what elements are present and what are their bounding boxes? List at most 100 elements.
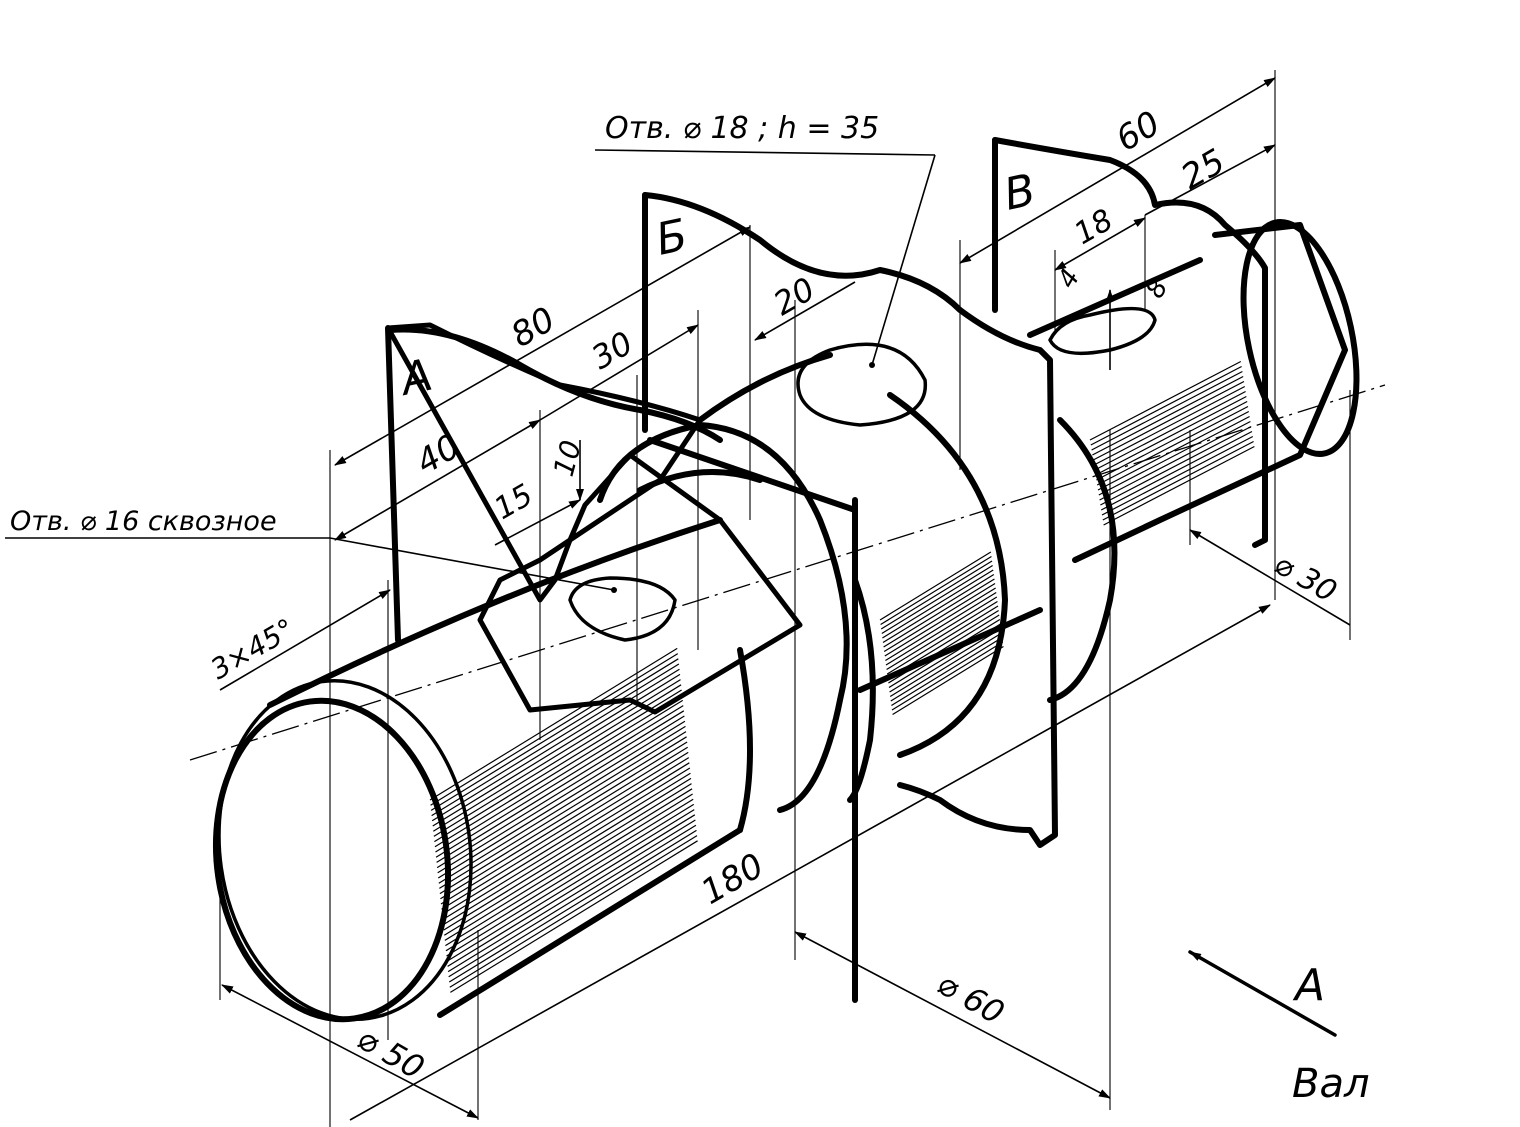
hatch-line bbox=[1100, 430, 1253, 511]
dim-30: 30 bbox=[585, 324, 639, 377]
hole-d16 bbox=[568, 576, 677, 642]
hatch-line bbox=[437, 725, 686, 879]
hatch-line bbox=[441, 762, 690, 915]
hatch-line bbox=[1092, 375, 1244, 456]
hatch-line bbox=[1092, 380, 1245, 461]
hatch-line bbox=[888, 619, 1001, 689]
hatch-line bbox=[438, 731, 687, 884]
shaft-axis bbox=[189, 384, 1386, 761]
view-direction-arrow[interactable] bbox=[1188, 950, 1337, 1037]
dim-4: 4 bbox=[1052, 264, 1086, 293]
hatch-line bbox=[886, 601, 998, 671]
hatch-line bbox=[439, 741, 688, 895]
middle-cylinder-d60 bbox=[697, 342, 1118, 758]
hatch-line bbox=[436, 715, 685, 869]
hatch-line bbox=[437, 720, 686, 874]
hatch-line bbox=[432, 679, 681, 832]
end-cylinder-hatching bbox=[1089, 360, 1255, 526]
dim-10: 10 bbox=[547, 437, 588, 480]
hatch-line bbox=[440, 751, 689, 905]
hatch-line bbox=[445, 798, 694, 952]
hatch-line bbox=[883, 578, 995, 648]
section-label-v: В bbox=[1000, 165, 1040, 221]
section-label-a: А bbox=[394, 350, 437, 407]
hatch-line bbox=[883, 583, 996, 653]
hatch-line bbox=[447, 814, 696, 967]
hatch-line bbox=[1102, 440, 1254, 521]
hatch-line bbox=[429, 647, 678, 801]
hatch-line bbox=[443, 783, 692, 936]
drawing-title: Вал bbox=[1292, 1061, 1370, 1107]
hatch-line bbox=[1099, 420, 1251, 501]
hatch-line bbox=[450, 840, 698, 993]
flange-ring bbox=[597, 422, 876, 813]
dim-20: 20 bbox=[767, 270, 821, 323]
hatch-line bbox=[433, 684, 682, 837]
dim-18: 18 bbox=[1069, 203, 1120, 252]
hatch-line bbox=[435, 699, 684, 853]
dim-40: 40 bbox=[410, 427, 467, 483]
hatch-line bbox=[449, 835, 698, 988]
hatch-line bbox=[1089, 360, 1242, 441]
hatch-line bbox=[1103, 445, 1255, 526]
hatch-line bbox=[882, 569, 994, 639]
hatch-line bbox=[431, 668, 680, 822]
hatch-line bbox=[446, 803, 695, 957]
hatch-line bbox=[442, 772, 691, 926]
hatch-line bbox=[888, 614, 1000, 684]
hatch-line bbox=[891, 641, 1004, 711]
middle-cylinder-hatching bbox=[879, 551, 1004, 716]
hatch-line bbox=[1090, 365, 1242, 446]
hatch-line bbox=[442, 767, 691, 921]
hatch-line bbox=[1096, 400, 1248, 481]
hatch-line bbox=[1096, 405, 1249, 486]
hatch-line bbox=[441, 757, 690, 910]
dim-dia-60: ⌀ 60 bbox=[931, 964, 1011, 1032]
dimension-lines bbox=[5, 70, 1351, 1127]
hatch-line bbox=[1094, 390, 1246, 471]
dim-dia-30: ⌀ 30 bbox=[1268, 547, 1342, 610]
hatch-line bbox=[890, 632, 1002, 702]
hatch-line bbox=[436, 710, 685, 863]
end-cylinder-d30 bbox=[1072, 219, 1360, 563]
hatch-line bbox=[1091, 370, 1243, 451]
hatch-line bbox=[448, 829, 697, 983]
dim-180: 180 bbox=[695, 846, 771, 913]
hatch-line bbox=[1101, 435, 1254, 516]
hatch-line bbox=[430, 658, 679, 811]
hatch-line bbox=[886, 605, 999, 675]
hatch-line bbox=[881, 565, 993, 635]
hatch-line bbox=[884, 587, 996, 657]
dim-60-top: 60 bbox=[1110, 104, 1167, 160]
view-arrow-label: А bbox=[1292, 960, 1325, 1011]
hatch-line bbox=[885, 596, 998, 666]
hatch-line bbox=[882, 574, 995, 644]
callout-hole-18: Отв. ⌀ 18 ; h = 35 bbox=[605, 111, 879, 146]
hatch-line bbox=[439, 736, 687, 889]
labels: Отв. ⌀ 18 ; h = 35 Отв. ⌀ 16 сквозное А … bbox=[10, 104, 1370, 1107]
hatch-line bbox=[1100, 425, 1252, 506]
hatch-line bbox=[887, 610, 999, 680]
hatch-line bbox=[434, 694, 683, 848]
hatch-line bbox=[440, 746, 688, 900]
section-label-b: Б bbox=[652, 210, 692, 266]
hatch-line bbox=[892, 646, 1004, 716]
hatch-line bbox=[432, 673, 681, 827]
hatch-line bbox=[1098, 415, 1250, 496]
hatch-line bbox=[445, 793, 693, 947]
hatch-line bbox=[889, 628, 1002, 698]
hatch-line bbox=[444, 788, 693, 941]
hatch-line bbox=[880, 556, 992, 626]
hatch-line bbox=[880, 560, 993, 630]
hatch-line bbox=[448, 824, 697, 978]
hatch-line bbox=[430, 653, 679, 806]
dim-dia-50: ⌀ 50 bbox=[351, 1019, 431, 1087]
hatch-line bbox=[885, 592, 997, 662]
hatch-line bbox=[879, 551, 992, 621]
hatch-line bbox=[891, 637, 1003, 707]
hatch-line bbox=[431, 663, 680, 817]
hatch-line bbox=[446, 809, 695, 962]
hatch-line bbox=[447, 819, 696, 973]
hatch-line bbox=[889, 623, 1001, 693]
